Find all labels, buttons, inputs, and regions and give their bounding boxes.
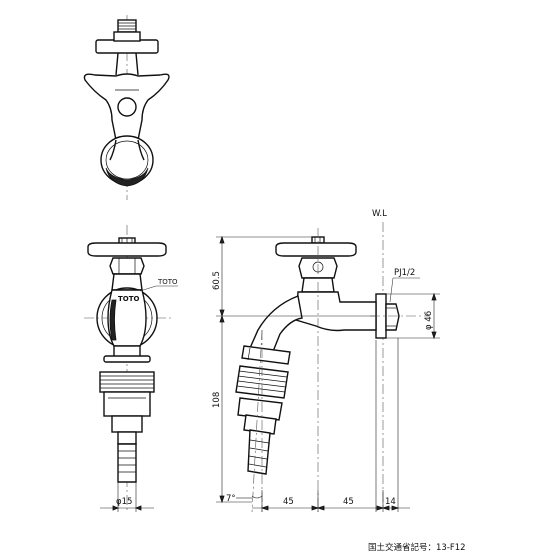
dim-45-left-label: 45 xyxy=(283,497,294,507)
dimension-lines: 60.5 108 φ 46 45 45 14 7° xyxy=(212,235,440,512)
pipe-thread-label: PJ1/2 xyxy=(394,268,415,278)
brand-label: TOTO xyxy=(157,278,178,286)
wl-label: W.L xyxy=(372,209,387,219)
dim-108-label: 108 xyxy=(212,392,222,408)
angle-7-label: 7° xyxy=(226,494,236,504)
dim-45-right-label: 45 xyxy=(343,497,354,507)
dim-14-label: 14 xyxy=(385,497,396,507)
side-view: W.L PJ1/2 xyxy=(235,209,430,513)
brand-logo-front: TOTO xyxy=(118,295,140,303)
front-view: TOTO TOTO φ15 xyxy=(84,225,178,512)
approval-code: 国土交通省記号：13-F12 xyxy=(368,542,466,553)
dim-60-5-label: 60.5 xyxy=(212,271,222,290)
dim-phi15-label: φ15 xyxy=(116,497,132,507)
dim-phi46-label: φ 46 xyxy=(424,311,434,330)
top-view xyxy=(83,15,170,200)
